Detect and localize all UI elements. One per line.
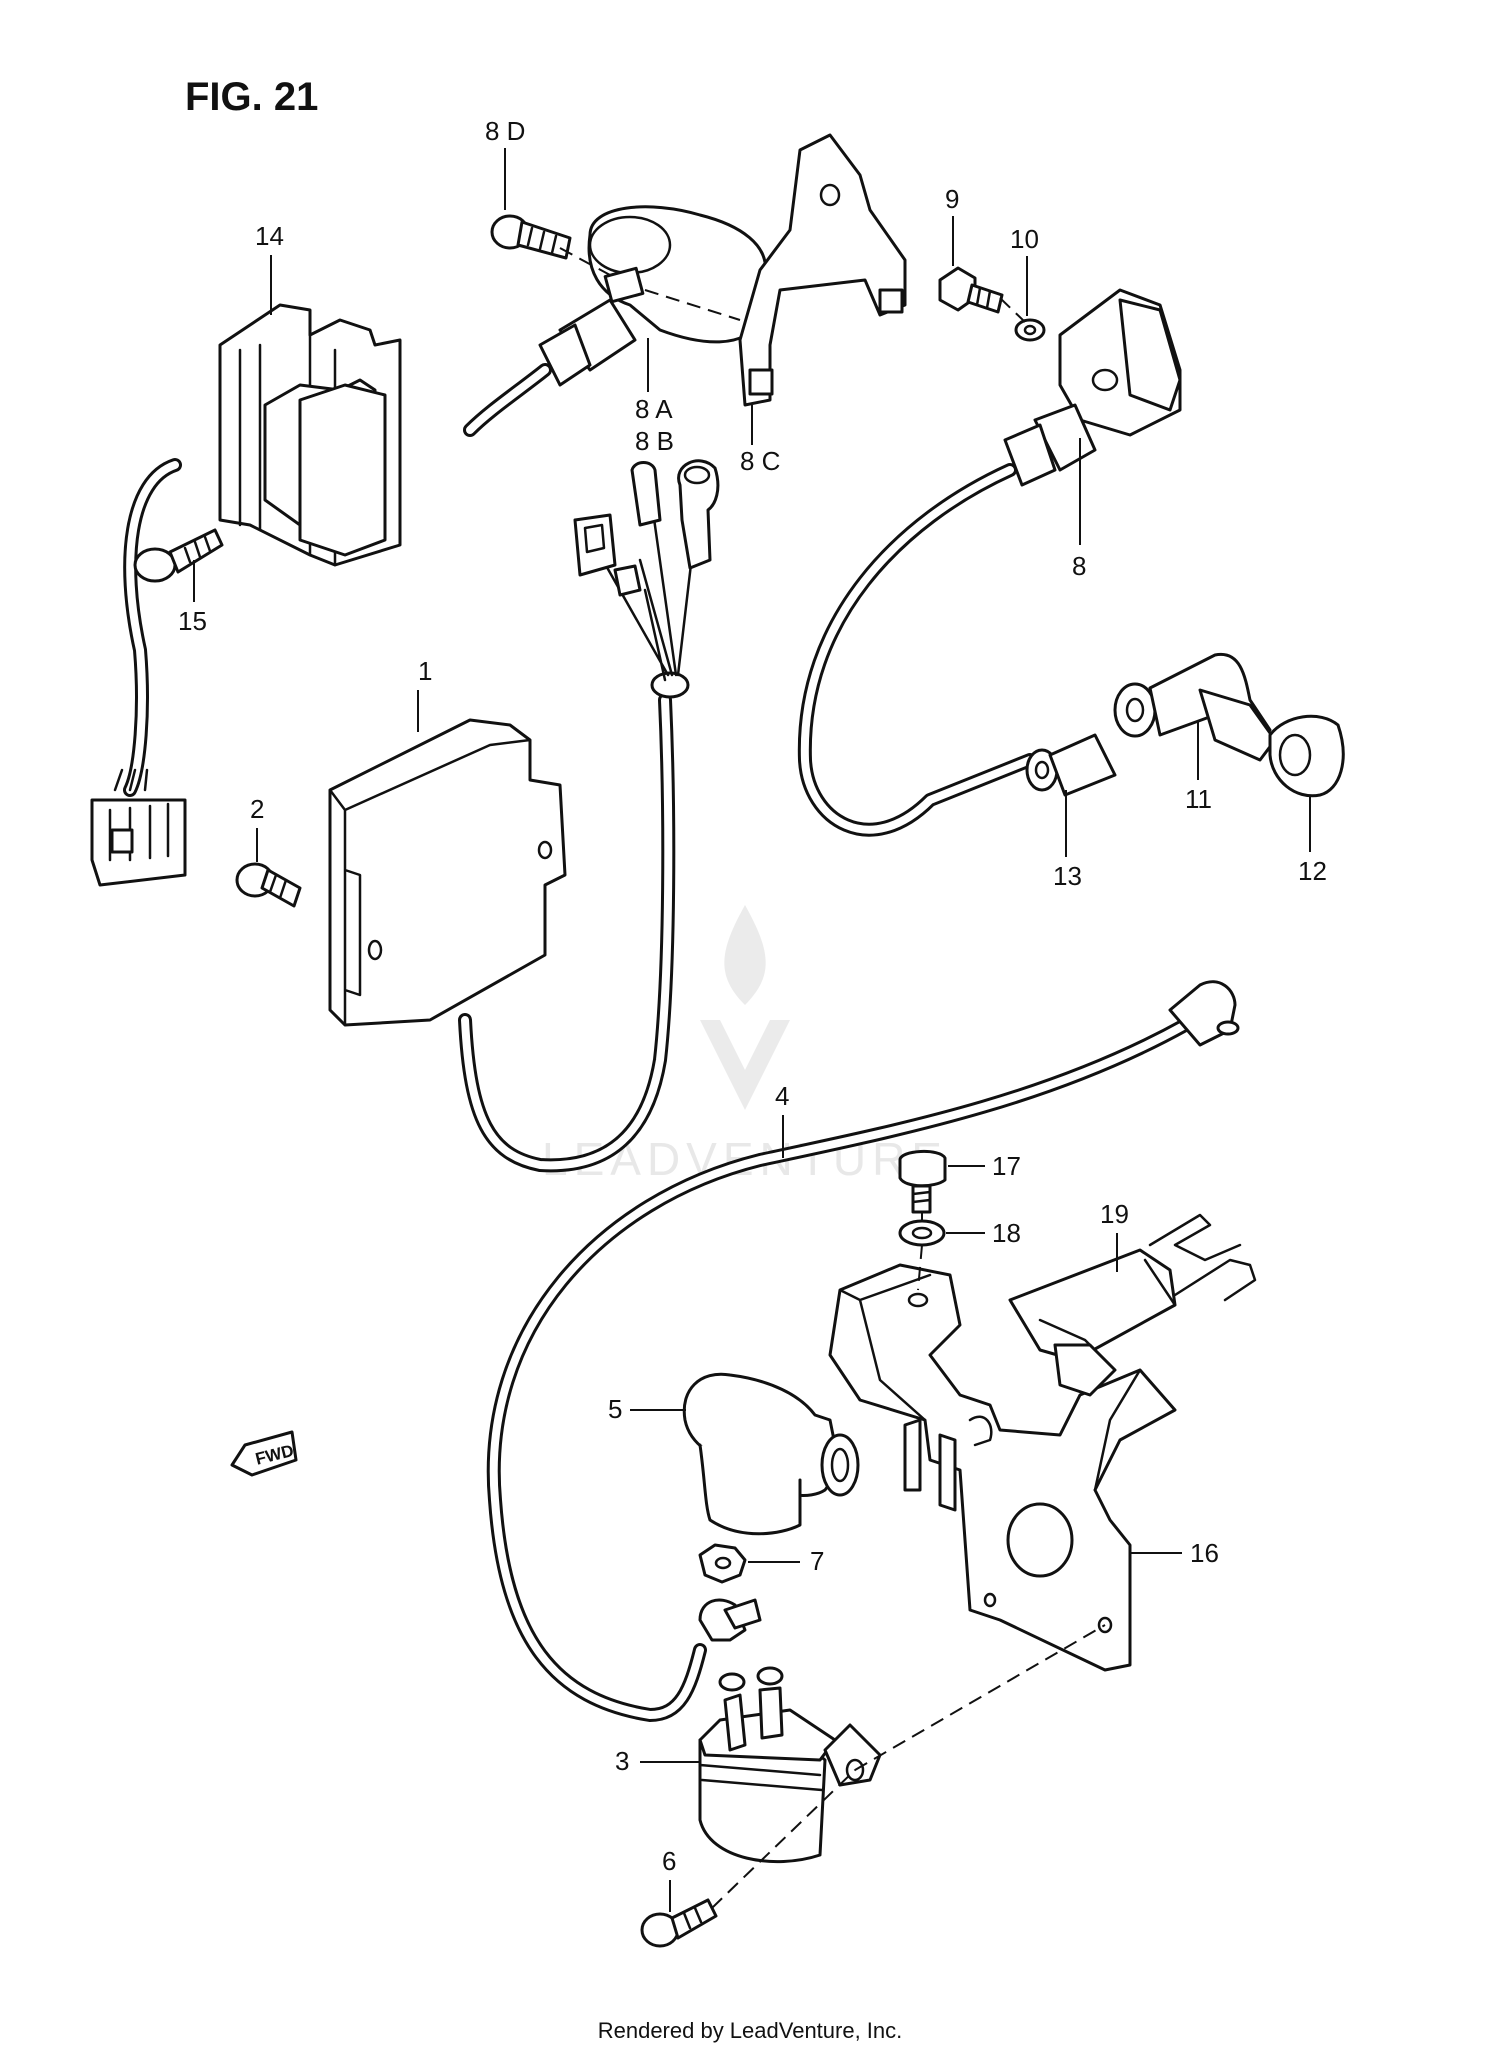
part-13-grommet	[1025, 733, 1117, 797]
part-19-strap	[1008, 1213, 1257, 1397]
callout-3: 3	[615, 1746, 629, 1776]
callout-1: 1	[418, 656, 432, 686]
callout-5: 5	[608, 1394, 622, 1424]
callout-8d: 8 D	[485, 116, 525, 146]
part-5-cover-boot	[682, 1372, 860, 1536]
callout-10: 10	[1010, 224, 1039, 254]
callout-4: 4	[775, 1081, 789, 1111]
callout-8a: 8 A	[635, 394, 673, 424]
part-9-bolt	[938, 266, 1004, 314]
callout-6: 6	[662, 1846, 676, 1876]
callout-8c: 8 C	[740, 446, 780, 476]
part-4-cable	[486, 980, 1240, 1722]
part-15-screw	[133, 528, 224, 583]
part-18-washer	[898, 1219, 946, 1247]
callout-11: 11	[1185, 784, 1212, 814]
fwd-direction-arrow: FWD	[230, 1430, 298, 1477]
part-8d-bolt	[490, 214, 572, 260]
callout-7: 7	[810, 1546, 824, 1576]
part-6-screw	[640, 1898, 718, 1948]
part-2-screw	[235, 862, 302, 908]
callout-8b: 8 B	[635, 426, 674, 456]
callout-13: 13	[1053, 861, 1082, 891]
part-10-washer	[1014, 318, 1046, 342]
part-8-sensor-unit	[797, 288, 1182, 837]
callouts: 1 2 3 4 5 6 7 8 8 A 8 B 8 C 8 D 9 10 11 …	[178, 116, 1327, 1912]
part-12-cap	[1268, 714, 1345, 798]
callout-8: 8	[1072, 551, 1086, 581]
callout-16: 16	[1190, 1538, 1219, 1568]
part-1-cdi-unit	[328, 459, 720, 1173]
footer-credit: Rendered by LeadVenture, Inc.	[597, 2018, 903, 2043]
assembly-lines	[559, 247, 1106, 1909]
figure-title: FIG. 21	[185, 75, 318, 119]
part-16-bracket	[828, 1263, 1177, 1672]
callout-15: 15	[178, 606, 207, 636]
part-14-regulator-rectifier	[90, 303, 402, 887]
callout-19: 19	[1100, 1199, 1129, 1229]
callout-17: 17	[992, 1151, 1021, 1181]
callout-14: 14	[255, 221, 284, 251]
part-3-starter-relay	[698, 1598, 882, 1864]
part-11-elbow-boot	[1113, 652, 1277, 762]
part-17-bolt	[898, 1150, 947, 1214]
watermark-logo: LEADVENTURE	[542, 905, 942, 1185]
part-7-nut	[698, 1543, 747, 1584]
callout-12: 12	[1298, 856, 1327, 886]
part-8c-bracket	[738, 133, 907, 407]
callout-2: 2	[250, 794, 264, 824]
callout-9: 9	[945, 184, 959, 214]
callout-18: 18	[992, 1218, 1021, 1248]
